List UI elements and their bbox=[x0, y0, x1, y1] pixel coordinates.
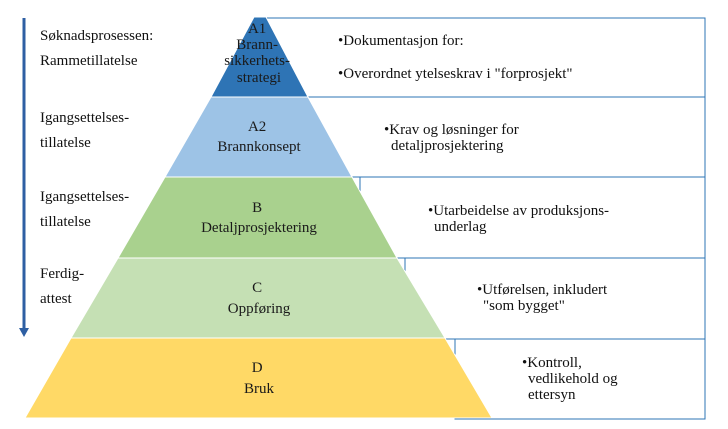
label-d-id: D bbox=[252, 360, 263, 376]
level-b bbox=[117, 176, 398, 259]
bullet-d-line-1: •Kontroll, bbox=[522, 355, 582, 371]
level-c bbox=[70, 257, 446, 339]
pyramid bbox=[24, 16, 493, 419]
label-a2-name: Brannkonsept bbox=[217, 139, 301, 155]
label-a1-line-1: Brann- bbox=[236, 37, 278, 53]
bullet-texts: •Dokumentasjon for: •Overordnet ytelsesk… bbox=[338, 33, 621, 403]
bullet-d: •Kontroll, vedlikehold og ettersyn bbox=[522, 355, 621, 403]
bullet-b-line-1: •Utarbeidelse av produksjons- bbox=[428, 203, 609, 219]
bullet-c-line-2: "som bygget" bbox=[483, 298, 565, 314]
left-label-4: Ferdig- attest bbox=[40, 266, 88, 307]
left-label-1: Søknadsprosessen: Rammetillatelse bbox=[40, 28, 157, 69]
left-label-2-line-1: Igangsettelses- bbox=[40, 110, 129, 126]
label-a1-line-3: strategi bbox=[237, 70, 281, 86]
left-label-2: Igangsettelses- tillatelse bbox=[40, 110, 133, 151]
left-label-3-line-1: Igangsettelses- bbox=[40, 189, 129, 205]
pyramid-labels: A1 Brann- sikkerhets- strategi A2 Brannk… bbox=[201, 21, 317, 397]
box-b bbox=[359, 176, 706, 259]
bullet-a2: •Krav og løsninger for detaljprosjekteri… bbox=[384, 122, 523, 154]
left-label-3: Igangsettelses- tillatelse bbox=[40, 189, 133, 230]
bullet-a1-2: •Overordnet ytelseskrav i "forprosjekt" bbox=[338, 66, 573, 82]
label-c: C Oppføring bbox=[228, 280, 291, 317]
left-label-1-line-2: Rammetillatelse bbox=[40, 53, 138, 69]
bullet-b: •Utarbeidelse av produksjons- underlag bbox=[428, 203, 613, 235]
bullet-a1-1: •Dokumentasjon for: bbox=[338, 33, 464, 49]
process-arrow bbox=[19, 18, 29, 337]
left-label-1-line-1: Søknadsprosessen: bbox=[40, 28, 153, 44]
label-b-name: Detaljprosjektering bbox=[201, 220, 317, 236]
left-label-4-line-1: Ferdig- bbox=[40, 266, 84, 282]
label-d: D Bruk bbox=[244, 360, 275, 397]
label-a2: A2 Brannkonsept bbox=[217, 119, 301, 155]
level-d bbox=[24, 337, 493, 419]
left-label-3-line-2: tillatelse bbox=[40, 214, 91, 230]
label-b-id: B bbox=[252, 200, 262, 216]
left-labels: Søknadsprosessen: Rammetillatelse Igangs… bbox=[40, 28, 157, 307]
bullet-a2-line-2: detaljprosjektering bbox=[391, 138, 504, 154]
bullet-d-line-3: ettersyn bbox=[528, 387, 576, 403]
box-a1 bbox=[262, 17, 706, 98]
label-a1: A1 Brann- sikkerhets- strategi bbox=[224, 21, 294, 86]
box-d bbox=[454, 338, 706, 420]
bullet-c: •Utførelsen, inkludert "som bygget" bbox=[477, 282, 611, 314]
left-label-2-line-2: tillatelse bbox=[40, 135, 91, 151]
label-c-name: Oppføring bbox=[228, 301, 291, 317]
label-a1-line-2: sikkerhets- bbox=[224, 53, 290, 69]
label-a2-id: A2 bbox=[248, 119, 266, 135]
bullet-b-line-2: underlag bbox=[434, 219, 487, 235]
label-c-id: C bbox=[252, 280, 262, 296]
bullet-c-line-1: •Utførelsen, inkludert bbox=[477, 282, 608, 298]
arrow-head bbox=[19, 328, 29, 337]
label-a1-id: A1 bbox=[248, 21, 266, 37]
description-boxes bbox=[262, 17, 706, 420]
label-b: B Detaljprosjektering bbox=[201, 200, 317, 236]
bullet-d-line-2: vedlikehold og bbox=[528, 371, 618, 387]
left-label-4-line-2: attest bbox=[40, 291, 72, 307]
label-d-name: Bruk bbox=[244, 381, 275, 397]
bullet-a2-line-1: •Krav og løsninger for bbox=[384, 122, 519, 138]
